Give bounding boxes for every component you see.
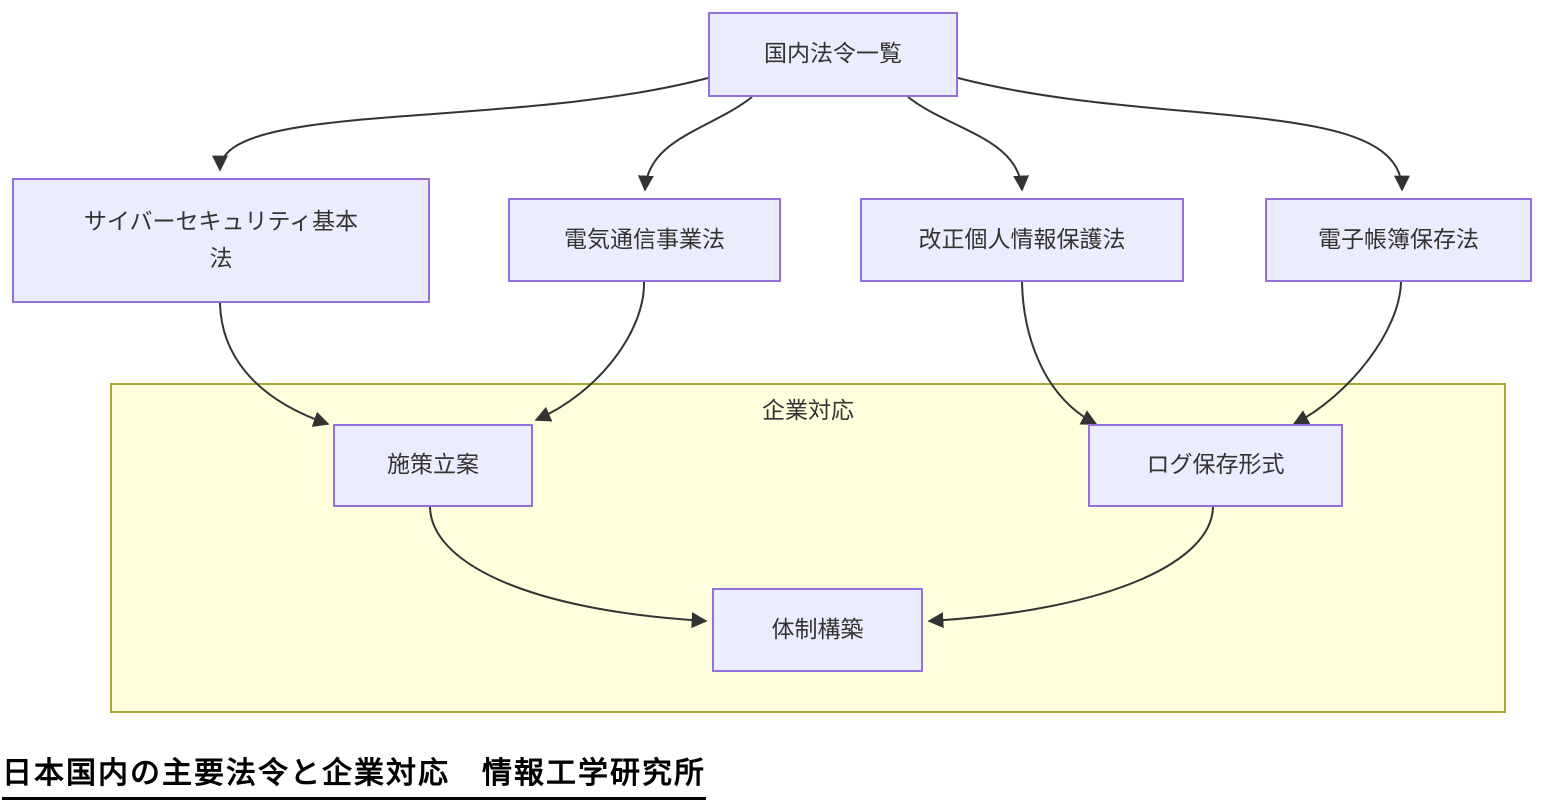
node-amended-personal-info-act: 改正個人情報保護法 [860,198,1184,282]
edge-root-to-cyber-act [212,77,709,172]
edge-root-to-telecom-act [637,96,753,192]
edge-root-to-appi-act [907,96,1030,192]
node-policy-planning: 施策立案 [333,424,533,507]
node-label: 電子帳簿保存法 [1318,226,1479,253]
node-label: ログ保存形式 [1146,452,1285,479]
node-telecom-business-act: 電気通信事業法 [508,198,781,282]
node-label: 国内法令一覧 [764,41,902,68]
node-label: 施策立案 [387,452,479,479]
node-label: 体制構築 [771,616,864,643]
node-electronic-books-act: 電子帳簿保存法 [1265,198,1532,282]
node-label: 改正個人情報保護法 [918,226,1126,253]
node-label: サイバーセキュリティ基本 法 [83,208,359,272]
node-label: 電気通信事業法 [564,226,725,253]
node-org-structure-building: 体制構築 [712,588,923,672]
node-cybersecurity-basic-act: サイバーセキュリティ基本 法 [12,178,430,303]
cluster-label: 企業対応 [762,398,854,424]
diagram-caption: 日本国内の主要法令と企業対応 情報工学研究所 [2,748,706,800]
node-domestic-laws-list: 国内法令一覧 [708,12,958,97]
node-log-retention-format: ログ保存形式 [1088,424,1343,507]
edge-root-to-ebook-act [957,77,1410,192]
